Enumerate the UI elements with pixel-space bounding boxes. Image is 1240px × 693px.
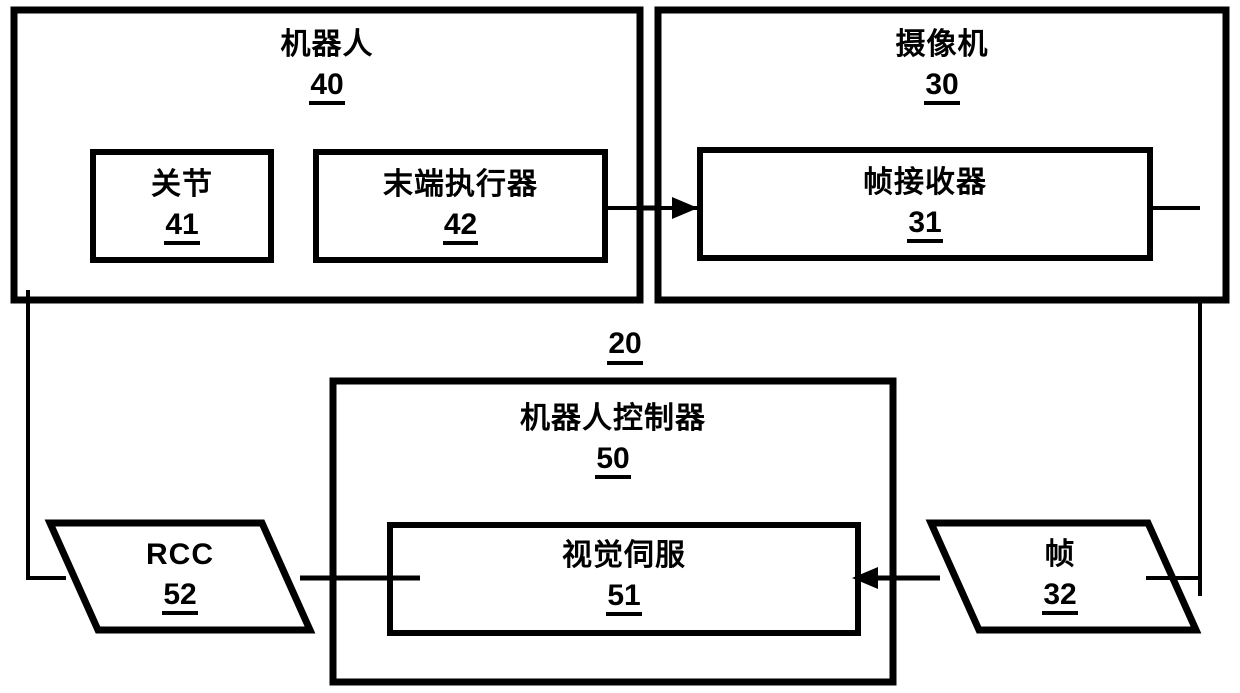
end-effector-box — [313, 149, 608, 263]
frame-parallelogram — [925, 519, 1202, 634]
visual-servo-box — [387, 522, 861, 636]
connector-overlay-frame-entry — [1146, 560, 1202, 596]
rcc-parallelogram — [44, 519, 316, 634]
frame-receiver-box — [697, 147, 1153, 261]
joint-box — [90, 149, 274, 263]
system-ref-label: 20 — [560, 328, 690, 365]
system-ref: 20 — [607, 328, 643, 365]
arrowhead-overlay-visualservo — [852, 567, 878, 589]
arrowhead-overlay-framereceiver — [672, 197, 698, 219]
